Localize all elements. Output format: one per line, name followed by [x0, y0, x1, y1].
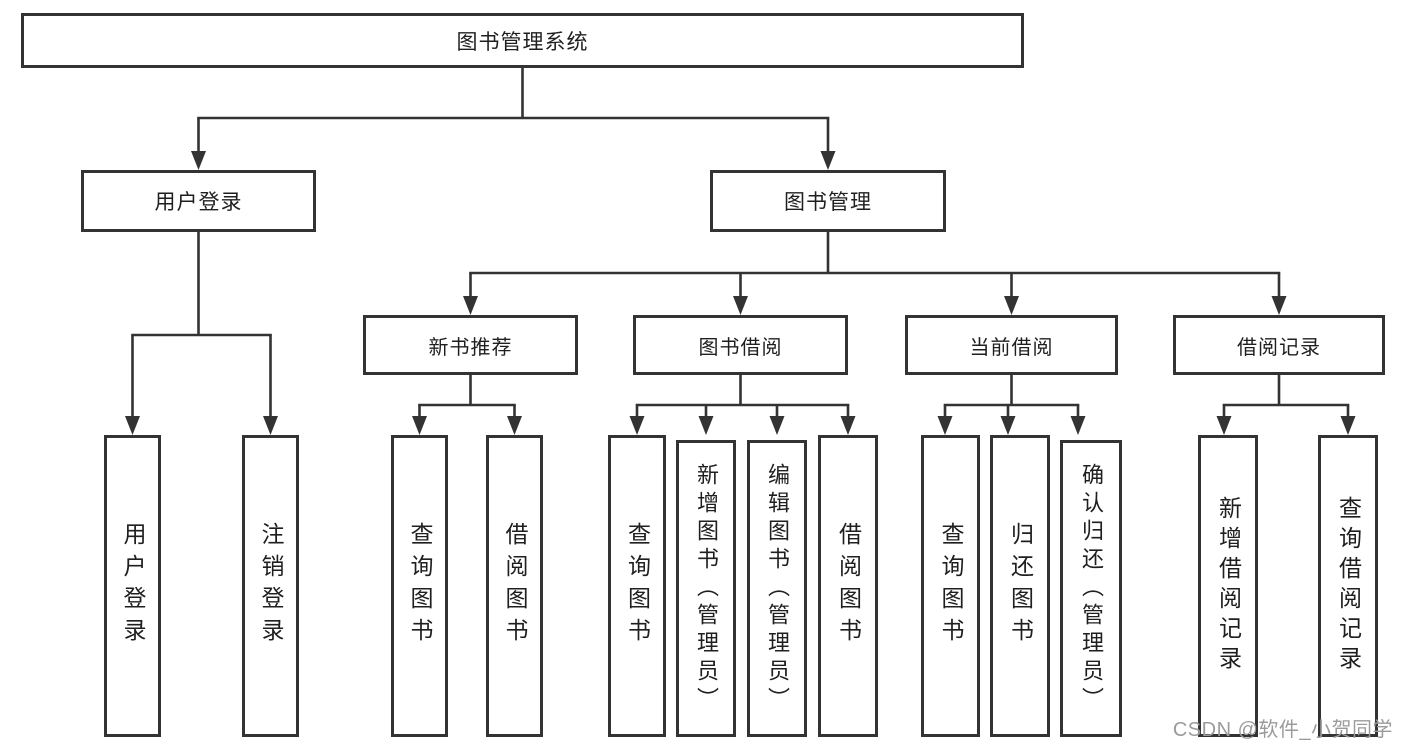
leaf-query-books-current-label: 查询图书 — [938, 522, 964, 650]
arrowhead-icon — [1271, 296, 1287, 315]
arrowhead-icon — [698, 416, 714, 435]
leaf-query-books-current: 查询图书 — [921, 435, 980, 737]
node-current-borrow-label: 当前借阅 — [969, 336, 1054, 359]
node-root: 图书管理系统 — [21, 13, 1024, 68]
leaf-edit-books-admin-label: 编辑图书（管理员） — [765, 462, 790, 715]
arrowhead-icon — [191, 151, 206, 170]
arrowhead-icon — [463, 296, 478, 315]
leaf-user-login-label: 用户登录 — [120, 522, 146, 650]
leaf-borrow-books-recommend-label: 借阅图书 — [502, 522, 528, 650]
arrowhead-icon — [769, 416, 785, 435]
leaf-query-borrow-record-label: 查询借阅记录 — [1335, 496, 1362, 676]
node-book-borrow: 图书借阅 — [633, 315, 848, 375]
leaf-borrow-books-label: 借阅图书 — [835, 522, 862, 650]
node-borrow-records: 借阅记录 — [1173, 315, 1385, 375]
leaf-return-books-label: 归还图书 — [1007, 522, 1034, 650]
arrowhead-icon — [412, 416, 427, 435]
node-book-mgmt-label: 图书管理 — [784, 191, 872, 214]
node-root-label: 图书管理系统 — [456, 30, 589, 54]
arrowhead-icon — [820, 151, 836, 170]
node-borrow-records-label: 借阅记录 — [1237, 336, 1321, 359]
leaf-confirm-return-admin: 确认归还（管理员） — [1060, 440, 1122, 737]
arrowhead-icon — [1340, 416, 1356, 435]
leaf-query-books-borrow: 查询图书 — [608, 435, 666, 737]
leaf-logout-label: 注销登录 — [258, 522, 284, 650]
leaf-add-borrow-record: 新增借阅记录 — [1198, 435, 1258, 737]
leaf-edit-books-admin: 编辑图书（管理员） — [747, 440, 807, 737]
node-book-borrow-label: 图书借阅 — [698, 336, 783, 359]
leaf-return-books: 归还图书 — [990, 435, 1050, 737]
arrowhead-icon — [263, 416, 278, 435]
arrowhead-icon — [1000, 416, 1016, 435]
leaf-add-books-admin-label: 新增图书（管理员） — [694, 462, 719, 715]
leaf-query-books-recommend: 查询图书 — [391, 435, 448, 737]
leaf-add-borrow-record-label: 新增借阅记录 — [1215, 496, 1242, 676]
node-user-login: 用户登录 — [81, 170, 316, 232]
leaf-query-books-recommend-label: 查询图书 — [407, 522, 433, 650]
leaf-borrow-books-recommend: 借阅图书 — [486, 435, 543, 737]
leaf-borrow-books: 借阅图书 — [818, 435, 878, 737]
leaf-query-borrow-record: 查询借阅记录 — [1318, 435, 1378, 737]
csdn-watermark: CSDN @软件_小贺同学 — [1172, 719, 1393, 741]
node-current-borrow: 当前借阅 — [905, 315, 1118, 375]
leaf-query-books-borrow-label: 查询图书 — [624, 522, 651, 650]
node-book-mgmt: 图书管理 — [710, 170, 946, 232]
node-new-book-recommend: 新书推荐 — [363, 315, 578, 375]
node-new-book-recommend-label: 新书推荐 — [428, 336, 513, 359]
arrowhead-icon — [507, 416, 522, 435]
leaf-logout: 注销登录 — [242, 435, 299, 737]
arrowhead-icon — [840, 416, 856, 435]
arrowhead-icon — [125, 416, 140, 435]
arrowhead-icon — [1070, 416, 1086, 435]
leaf-confirm-return-admin-label: 确认归还（管理员） — [1079, 462, 1104, 715]
arrowhead-icon — [1004, 296, 1019, 315]
arrowhead-icon — [733, 296, 748, 315]
leaf-add-books-admin: 新增图书（管理员） — [676, 440, 736, 737]
node-user-login-label: 用户登录 — [154, 191, 243, 214]
arrowhead-icon — [629, 416, 645, 435]
arrowhead-icon — [1216, 416, 1232, 435]
arrowhead-icon — [937, 416, 953, 435]
leaf-user-login: 用户登录 — [104, 435, 161, 737]
